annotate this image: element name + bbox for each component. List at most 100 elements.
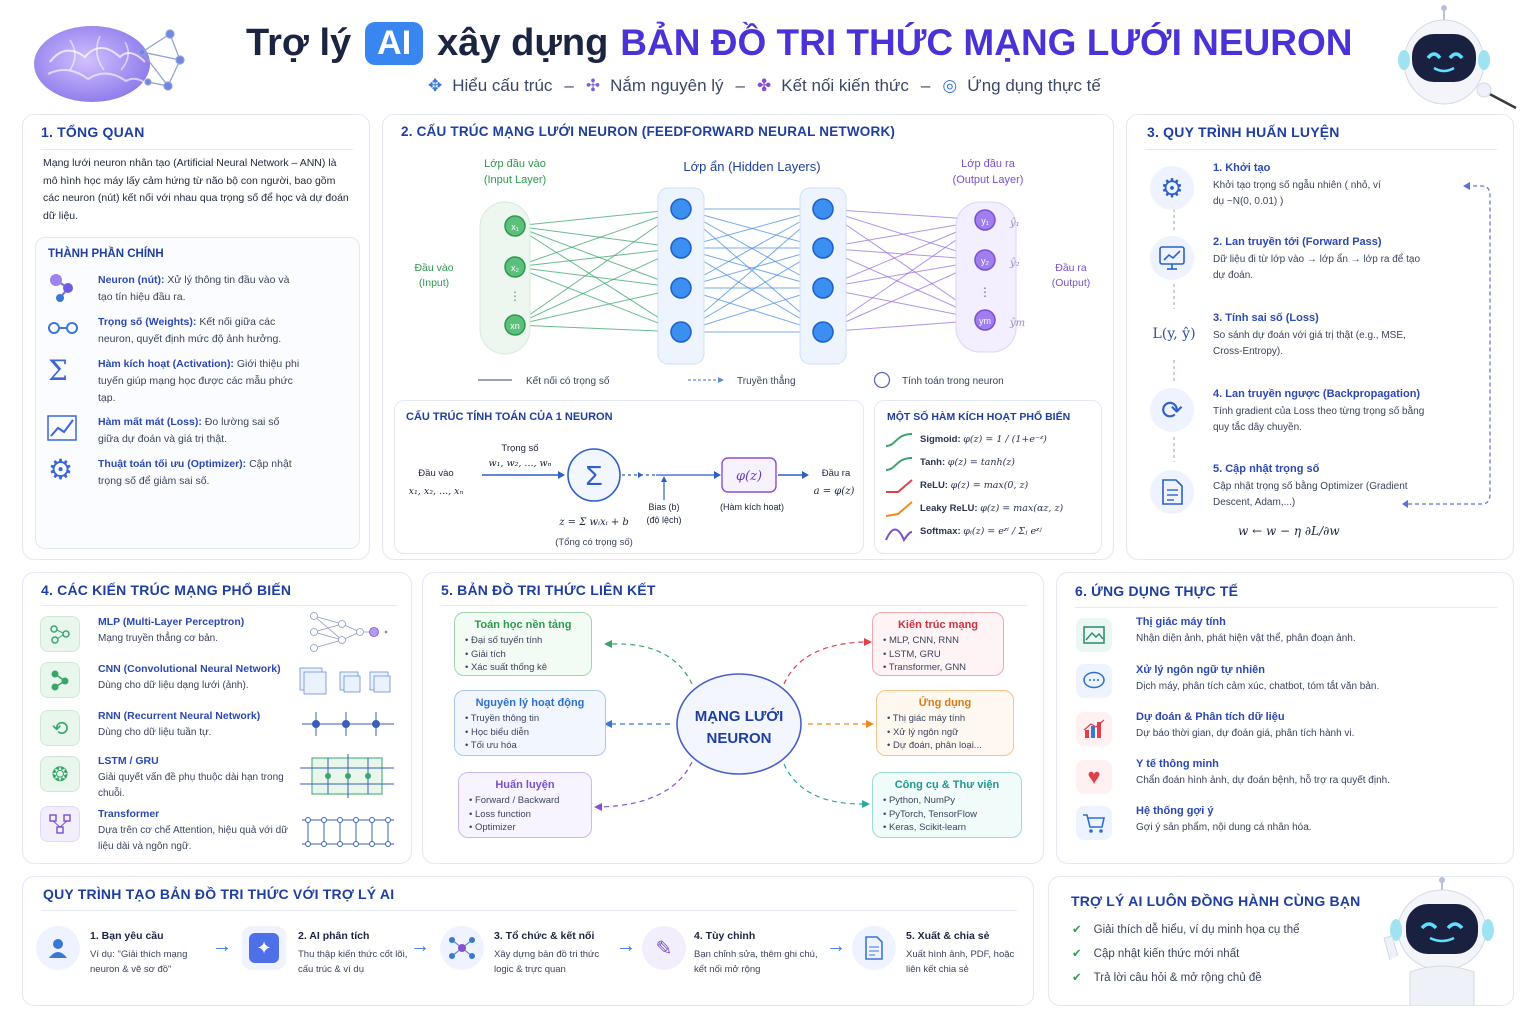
- component-desc: Đo lường sai số giữa dự đoán và giá trị …: [98, 416, 280, 445]
- mlp-thumbnail-icon: [310, 612, 388, 652]
- yhat2-label: ŷ₂: [1009, 258, 1020, 269]
- forward-monitor-icon: [1150, 236, 1194, 280]
- output-en-label: (Output): [1052, 277, 1091, 289]
- knowledge-box-item: Python, NumPy: [883, 794, 1011, 808]
- component-loss: Hàm mất mát (Loss): Đo lường sai số giữa…: [98, 414, 303, 448]
- knowledge-box-applications[interactable]: Ứng dụng Thị giác máy tínhXử lý ngôn ngữ…: [876, 690, 1014, 756]
- knowledge-box-architectures[interactable]: Kiến trúc mạng MLP, CNN, RNNLSTM, GRUTra…: [872, 612, 1004, 676]
- knowledge-box-math[interactable]: Toán học nền tảng Đại số tuyến tínhGiải …: [454, 612, 592, 676]
- phi-symbol: φ(z): [736, 469, 762, 484]
- arrow-right-icon: →: [212, 935, 232, 957]
- bar-chart-icon: [1076, 712, 1112, 746]
- section-title: 1. TỔNG QUAN: [41, 124, 145, 140]
- neuron-weights-label: Trọng số: [501, 443, 539, 454]
- component-optimizer: Thuật toán tối ưu (Optimizer): Cập nhật …: [98, 456, 313, 490]
- arch-title: LSTM / GRU: [98, 755, 159, 767]
- knowledge-center-node: [676, 673, 802, 775]
- overview-intro: Mạng lưới neuron nhân tạo (Artificial Ne…: [43, 157, 349, 222]
- app-title: Xử lý ngôn ngữ tự nhiên: [1136, 664, 1265, 676]
- activation-formula: φ(z) = 1 / (1+e⁻ᶻ): [963, 434, 1047, 445]
- component-term: Neuron (nút):: [98, 274, 165, 286]
- training-step-3: 3. Tính sai số (Loss) So sánh dự đoán vớ…: [1213, 312, 1458, 360]
- app-desc: Dịch máy, phân tích cảm xúc, chatbot, tó…: [1136, 681, 1380, 692]
- knowledge-box-item: Forward / Backward: [469, 794, 581, 808]
- subtitle-separator: –: [564, 76, 574, 95]
- knowledge-box-item: Keras, Scikit-learn: [883, 821, 1011, 835]
- step-title: 1. Khởi tạo: [1213, 162, 1271, 174]
- component-term: Hàm mất mát (Loss):: [98, 416, 202, 428]
- knowledge-center-line-2: NEURON: [706, 730, 771, 747]
- knowledge-box-title: Huấn luyện: [495, 779, 555, 791]
- tanh-curve-icon: [885, 457, 913, 471]
- section-title: 5. BẢN ĐỒ TRI THỨC LIÊN KẾT: [441, 582, 656, 598]
- arch-desc: Dựa trên cơ chế Attention, hiệu quả với …: [98, 825, 288, 852]
- weighted-sum-label: (Tổng có trọng số): [555, 537, 633, 548]
- knowledge-box-item: Tối ưu hóa: [465, 739, 595, 753]
- softmax-curve-icon: [885, 528, 913, 543]
- sigma-symbol: Σ: [585, 460, 602, 491]
- relu-curve-icon: [886, 479, 913, 493]
- component-neuron: Neuron (nút): Xử lý thông tin đầu vào và…: [98, 272, 303, 306]
- divider: [41, 149, 353, 150]
- section-title: 4. CÁC KIẾN TRÚC MẠNG PHỔ BIẾN: [41, 582, 292, 598]
- knowledge-box-item: Optimizer: [469, 821, 581, 835]
- weighted-connection: [680, 208, 824, 289]
- step-title: 5. Cập nhật trọng số: [1213, 463, 1320, 475]
- section-title: 2. CẤU TRÚC MẠNG LƯỚI NEURON (FEEDFORWAR…: [401, 124, 896, 139]
- assist-item-text: Giải thích dễ hiểu, ví dụ minh họa cụ th…: [1093, 924, 1300, 936]
- step-desc: Tính gradient của Loss theo từng trọng s…: [1213, 406, 1425, 433]
- neuron-molecule-icon: [46, 270, 80, 304]
- neuron-structure-title: CẤU TRÚC TÍNH TOÁN CỦA 1 NEURON: [406, 410, 613, 423]
- activation-list: Sigmoid: φ(z) = 1 / (1+e⁻ᶻ) Tanh: φ(z) =…: [920, 434, 1100, 549]
- hidden-neuron: [812, 198, 834, 220]
- activation-row-sigmoid: Sigmoid: φ(z) = 1 / (1+e⁻ᶻ): [920, 434, 1100, 457]
- activation-row-relu: ReLU: φ(z) = max(0, z): [920, 480, 1100, 503]
- arch-desc: Dùng cho dữ liệu tuần tự.: [98, 727, 212, 738]
- knowledge-box-tools[interactable]: Công cụ & Thư viện Python, NumPyPyTorch,…: [872, 772, 1022, 838]
- subtitle-3: Kết nối kiến thức: [781, 76, 909, 95]
- app-desc: Gợi ý sản phẩm, nội dung cá nhân hóa.: [1136, 822, 1312, 833]
- node-ym-label: ym: [979, 316, 991, 326]
- component-weights: Trọng số (Weights): Kết nối giữa các neu…: [98, 314, 303, 348]
- component-desc: Cập nhật trọng số để giảm sai số.: [98, 458, 292, 487]
- activation-name: ReLU:: [920, 480, 948, 491]
- component-term: Trọng số (Weights):: [98, 316, 197, 328]
- step-desc: Cập nhật trọng số bằng Optimizer (Gradie…: [1213, 481, 1408, 508]
- knowledge-box-item: Xác suất thống kê: [465, 661, 581, 675]
- activation-row-tanh: Tanh: φ(z) = tanh(z): [920, 457, 1100, 480]
- subtitle-separator: –: [920, 76, 931, 95]
- divider: [41, 910, 1017, 911]
- image-icon: [1076, 618, 1112, 652]
- workflow-step-title: 4. Tùy chỉnh: [694, 930, 756, 942]
- weighted-connection: [514, 208, 682, 326]
- step-title: 2. Lan truyền tới (Forward Pass): [1213, 236, 1382, 248]
- chat-bubble-icon: [1076, 664, 1112, 698]
- knowledge-box-training[interactable]: Huấn luyện Forward / BackwardLoss functi…: [458, 772, 592, 838]
- gear-icon: ⚙: [48, 454, 74, 485]
- weighted-connection: [514, 247, 682, 326]
- knowledge-box-title: Kiến trúc mạng: [897, 619, 979, 631]
- lstm-thumbnail-icon: [300, 754, 394, 798]
- update-document-icon: [1150, 470, 1194, 514]
- workflow-step-desc: Thu thập kiến thức cốt lõi, cấu trúc & v…: [298, 949, 408, 975]
- assist-item-text: Cập nhật kiến thức mới nhất: [1093, 948, 1240, 960]
- arch-title: Transformer: [98, 808, 160, 820]
- neuron-inputs-label: Đầu vào: [418, 468, 453, 479]
- robot-mascot-bottom-icon: [1372, 876, 1512, 1007]
- knowledge-box-item: Transformer, GNN: [883, 661, 993, 675]
- cnn-thumbnail-icon: [299, 667, 391, 695]
- app-desc: Dự báo thời gian, dự đoán giá, phân tích…: [1136, 728, 1355, 739]
- knowledge-box-principles[interactable]: Nguyên lý hoạt động Truyền thông tinHọc …: [454, 690, 606, 756]
- input-layer-en-label: (Input Layer): [484, 174, 546, 186]
- activation-title: MỘT SỐ HÀM KÍCH HOẠT PHỔ BIẾN: [887, 411, 1071, 423]
- node-xn-label: xn: [510, 321, 520, 331]
- weighted-sum-formula: z = Σ wᵢxᵢ + b: [558, 517, 629, 528]
- component-desc: Xử lý thông tin đầu vào và tạo tín hiệu …: [98, 274, 290, 303]
